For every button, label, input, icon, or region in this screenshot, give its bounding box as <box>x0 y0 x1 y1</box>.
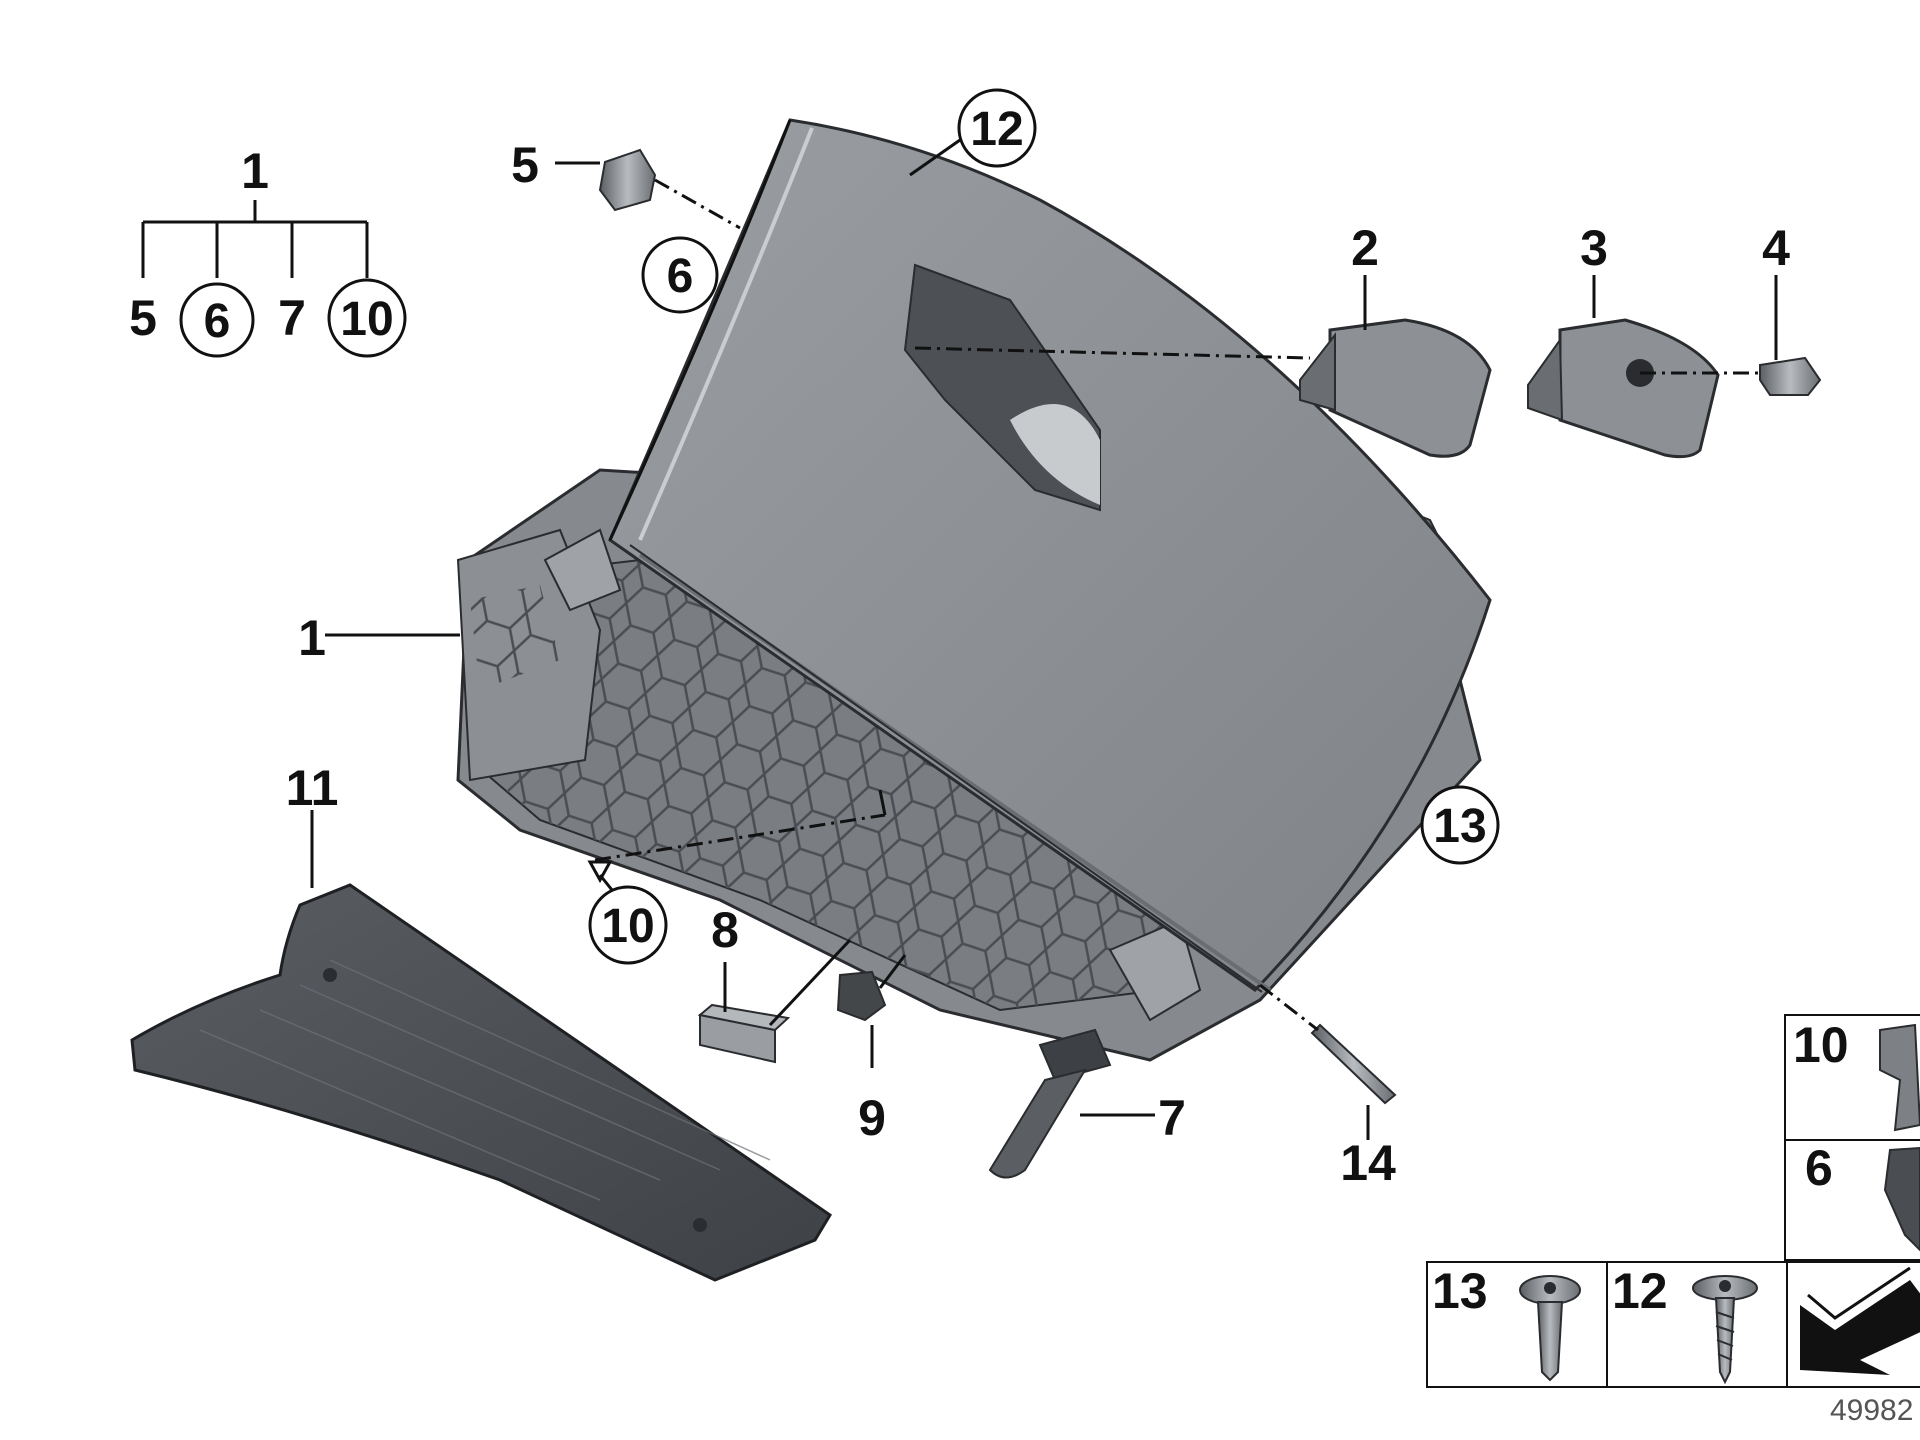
part-4-lock-cylinder <box>1759 356 1822 396</box>
tree-label-6: 6 <box>204 295 231 348</box>
part-7-switch <box>988 1028 1112 1179</box>
inset-direction-arrow-icon <box>1800 1280 1920 1375</box>
part-3-lock-housing <box>1527 318 1720 459</box>
mounting-bracket <box>1108 918 1202 1022</box>
inset-label-6: 6 <box>1805 1140 1833 1196</box>
tree-callout-ring-6 <box>179 282 255 358</box>
part-5-clip <box>598 148 657 212</box>
label-part-7: 7 <box>1158 1090 1186 1146</box>
callout-ring-6 <box>641 236 719 314</box>
label-part-13: 13 <box>1433 800 1486 853</box>
part-8-block <box>697 1003 791 1064</box>
inset-label-10: 10 <box>1793 1017 1849 1073</box>
fastener-inset: 10 6 13 12 <box>1426 1014 1920 1388</box>
part-2-handle-insert <box>1299 318 1492 458</box>
label-part-14: 14 <box>1340 1135 1396 1191</box>
label-part-5: 5 <box>511 137 539 193</box>
label-part-2: 2 <box>1351 220 1379 276</box>
tree-callout-ring-10 <box>327 278 407 358</box>
inset-label-12: 12 <box>1612 1263 1668 1319</box>
callout-ring-13 <box>1420 785 1500 865</box>
label-part-9: 9 <box>858 1090 886 1146</box>
tree-label-7: 7 <box>278 290 306 346</box>
part-14-pin <box>1310 1023 1397 1105</box>
tree-label-5: 5 <box>129 290 157 346</box>
glove-box-mat <box>130 883 833 1282</box>
inset-screw-13 <box>1519 1275 1581 1382</box>
label-part-8: 8 <box>711 902 739 958</box>
label-part-11: 11 <box>286 760 339 816</box>
inset-plug-6 <box>1883 1146 1920 1252</box>
inset-clip-10 <box>1879 1023 1920 1132</box>
label-part-3: 3 <box>1580 220 1608 276</box>
glove-box-door <box>608 118 1492 993</box>
tree-root-label: 1 <box>241 143 269 199</box>
inset-screw-12 <box>1692 1275 1758 1385</box>
callout-ring-10 <box>588 885 668 965</box>
assembly-tree: 1 5 6 7 10 <box>129 143 407 358</box>
label-part-12: 12 <box>970 103 1023 156</box>
label-part-10: 10 <box>601 900 654 953</box>
leader-lines <box>310 138 1778 1140</box>
label-part-1: 1 <box>298 610 326 666</box>
inset-label-13: 13 <box>1432 1263 1488 1319</box>
part-9-cover <box>836 970 887 1022</box>
tree-label-10: 10 <box>340 293 393 346</box>
label-part-6: 6 <box>667 250 694 303</box>
callouts: 5 6 12 2 3 4 1 11 13 10 8 9 7 14 <box>286 88 1790 1191</box>
diagram-reference-number: 49982 <box>1830 1394 1913 1427</box>
label-part-4: 4 <box>1762 220 1790 276</box>
callout-ring-12 <box>957 88 1037 168</box>
inset-box-12 <box>1606 1261 1788 1388</box>
